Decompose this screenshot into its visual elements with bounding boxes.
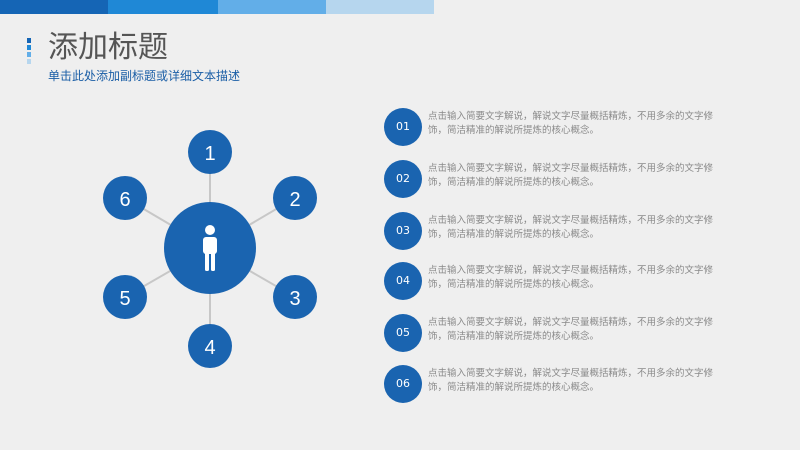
page-title[interactable]: 添加标题 <box>48 30 168 65</box>
node-label: 2 <box>289 189 300 211</box>
title-decoration-icon <box>27 38 31 66</box>
item-number-badge: 03 <box>384 212 422 250</box>
node-1[interactable]: 1 <box>188 130 232 174</box>
item-number-badge: 05 <box>384 314 422 352</box>
item-number-badge: 02 <box>384 160 422 198</box>
center-node[interactable] <box>164 202 256 294</box>
node-4[interactable]: 4 <box>188 324 232 368</box>
node-6[interactable]: 6 <box>103 176 147 220</box>
item-description[interactable]: 点击输入简要文字解说，解说文字尽量概括精炼，不用多余的文字修饰，简洁精准的解说所… <box>428 368 714 393</box>
top-bar-segment <box>326 0 434 14</box>
node-label: 1 <box>204 143 215 165</box>
item-number-badge: 04 <box>384 262 422 300</box>
item-description[interactable]: 点击输入简要文字解说，解说文字尽量概括精炼，不用多余的文字修饰，简洁精准的解说所… <box>428 215 714 240</box>
node-5[interactable]: 5 <box>103 275 147 319</box>
item-description[interactable]: 点击输入简要文字解说，解说文字尽量概括精炼，不用多余的文字修饰，简洁精准的解说所… <box>428 265 714 290</box>
top-color-bar <box>0 0 434 14</box>
top-bar-segment <box>108 0 218 14</box>
item-description[interactable]: 点击输入简要文字解说，解说文字尽量概括精炼，不用多余的文字修饰，简洁精准的解说所… <box>428 317 714 342</box>
node-label: 6 <box>119 189 130 211</box>
item-description[interactable]: 点击输入简要文字解说，解说文字尽量概括精炼，不用多余的文字修饰，简洁精准的解说所… <box>428 111 714 136</box>
item-number-badge: 06 <box>384 365 422 403</box>
node-label: 4 <box>204 337 215 359</box>
item-description[interactable]: 点击输入简要文字解说，解说文字尽量概括精炼，不用多余的文字修饰，简洁精准的解说所… <box>428 163 714 188</box>
person-icon <box>203 225 217 271</box>
node-2[interactable]: 2 <box>273 176 317 220</box>
top-bar-segment <box>0 0 108 14</box>
page-subtitle[interactable]: 单击此处添加副标题或详细文本描述 <box>48 69 241 83</box>
top-bar-segment <box>218 0 326 14</box>
node-label: 3 <box>289 288 300 310</box>
item-number-badge: 01 <box>384 108 422 146</box>
node-label: 5 <box>119 288 130 310</box>
node-3[interactable]: 3 <box>273 275 317 319</box>
